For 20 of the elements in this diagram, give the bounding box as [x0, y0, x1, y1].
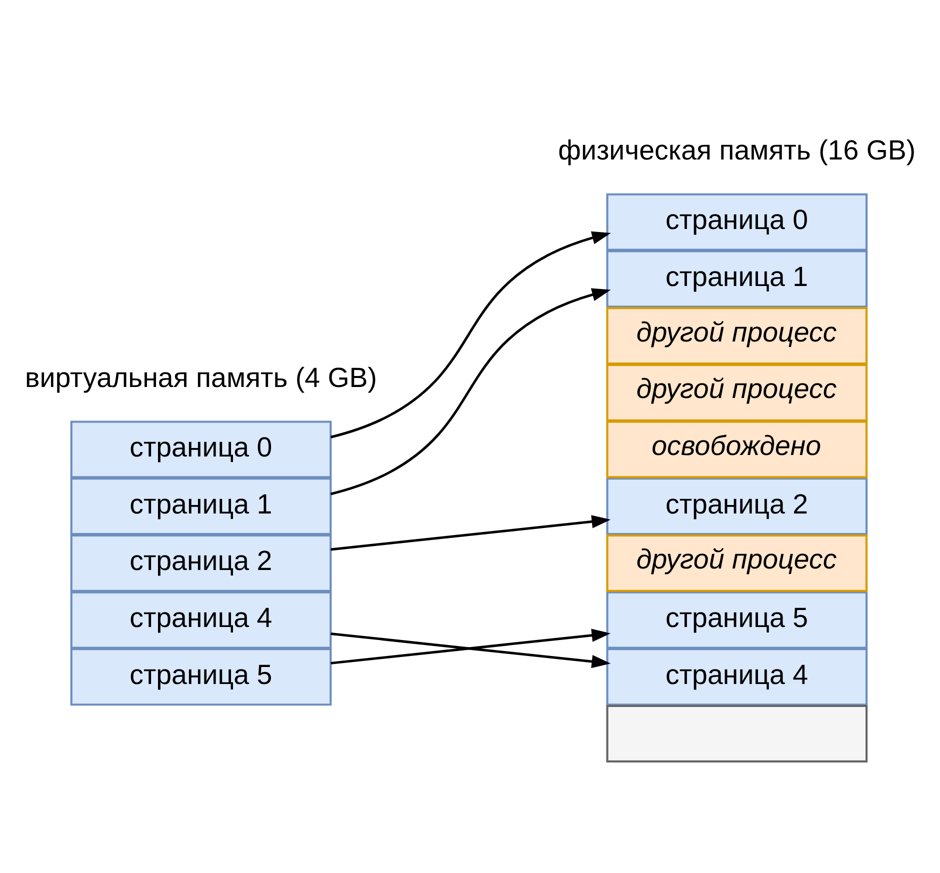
- node-box: страница 1: [606, 250, 868, 308]
- node-box: страница 0: [70, 420, 332, 478]
- node-box: другой процесс: [606, 306, 868, 364]
- node-box: страница 2: [606, 477, 868, 535]
- node-box: страница 0: [606, 192, 868, 250]
- node-box: другой процесс: [606, 534, 868, 592]
- node-box: освобождено: [606, 420, 868, 478]
- arrow: [330, 288, 611, 495]
- node-box: страница 4: [606, 648, 868, 706]
- arrow: [330, 230, 611, 438]
- node-box: [606, 704, 868, 762]
- node-box: страница 4: [70, 590, 332, 648]
- label: виртуальная память (4 GB): [25, 362, 378, 393]
- label: физическая память (16 GB): [558, 134, 916, 166]
- node-box: страница 5: [70, 648, 332, 706]
- arrow: [330, 514, 611, 550]
- node-box: страница 5: [606, 590, 868, 648]
- node-box: другой процесс: [606, 363, 868, 421]
- node-box: страница 2: [70, 534, 332, 592]
- node-box: страница 1: [70, 477, 332, 535]
